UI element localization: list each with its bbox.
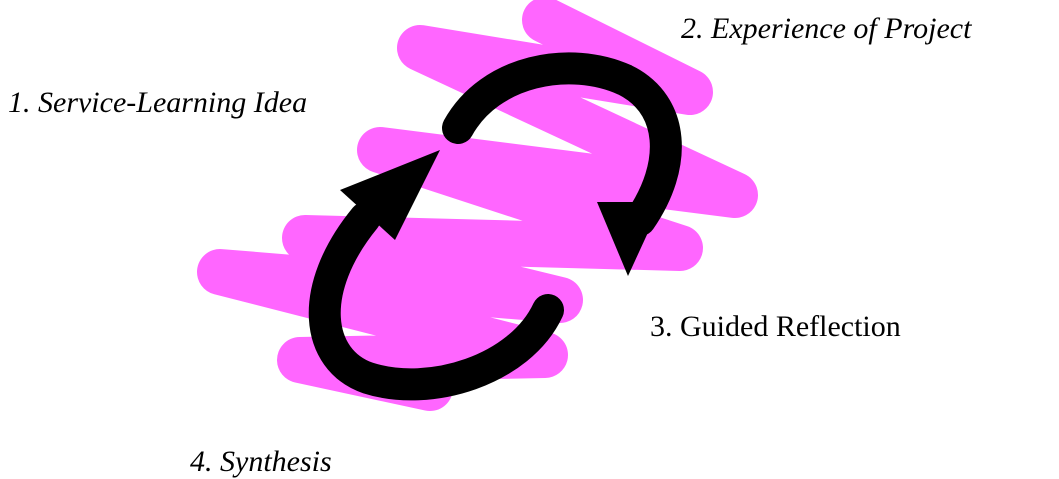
stage-label-experience-of-project: 2. Experience of Project [681,12,971,46]
stage-label-guided-reflection: 3. Guided Reflection [650,310,901,344]
stage-label-service-learning-idea: 1. Service-Learning Idea [8,86,307,120]
stage-label-synthesis: 4. Synthesis [190,445,332,479]
